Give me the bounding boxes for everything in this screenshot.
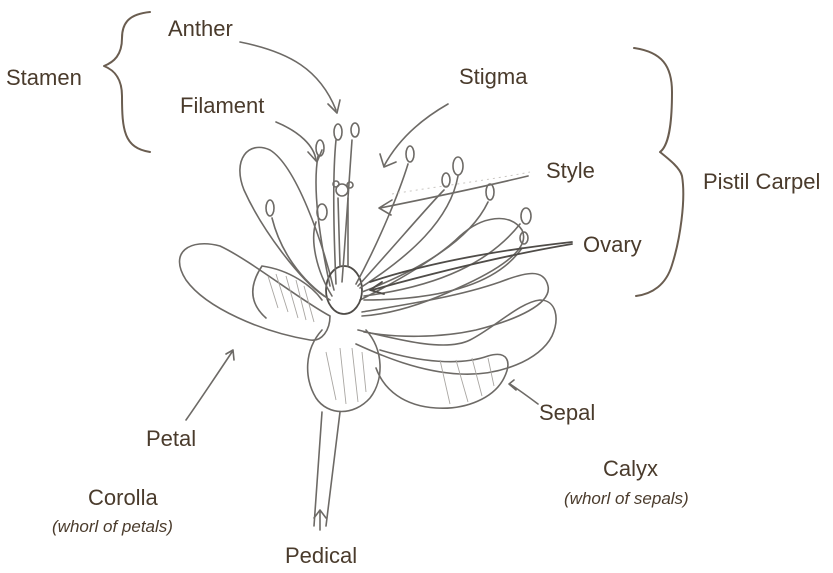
- stigma-knob: [347, 182, 353, 188]
- pedical-label: Pedical: [285, 543, 357, 568]
- stigma-label: Stigma: [459, 64, 528, 89]
- style-label: Style: [546, 158, 595, 183]
- left-petal: [180, 244, 331, 340]
- sepal-label: Sepal: [539, 400, 595, 425]
- calyx-note: (whorl of sepals): [564, 489, 689, 508]
- calyx-label: Calyx: [603, 456, 658, 481]
- filament-label: Filament: [180, 93, 264, 118]
- sepal-arrow: [509, 380, 538, 404]
- right-petal-mid: [362, 274, 548, 337]
- pistil-carpel-label: Pistil Carpel: [703, 169, 820, 194]
- filament-arrow: [276, 122, 322, 162]
- petal-arrow: [186, 350, 234, 420]
- right-petal-lower: [356, 300, 556, 374]
- right-petal-upper: [360, 219, 524, 316]
- petal-label: Petal: [146, 426, 196, 451]
- pedicel-stem: [314, 412, 340, 526]
- corolla-note: (whorl of petals): [52, 517, 173, 536]
- ovary-shape: [326, 266, 362, 314]
- ovary-arrow-2: [370, 244, 572, 294]
- pistil-carpel-brace: [634, 48, 683, 296]
- ovary-label: Ovary: [583, 232, 642, 257]
- stamen-label: Stamen: [6, 65, 82, 90]
- anther-label: Anther: [168, 16, 233, 41]
- stamen-brace: [104, 12, 150, 152]
- front-sepal: [308, 330, 380, 412]
- front-sepal-hatching: [326, 348, 366, 404]
- pedical-arrow: [314, 510, 326, 530]
- corolla-label: Corolla: [88, 485, 158, 510]
